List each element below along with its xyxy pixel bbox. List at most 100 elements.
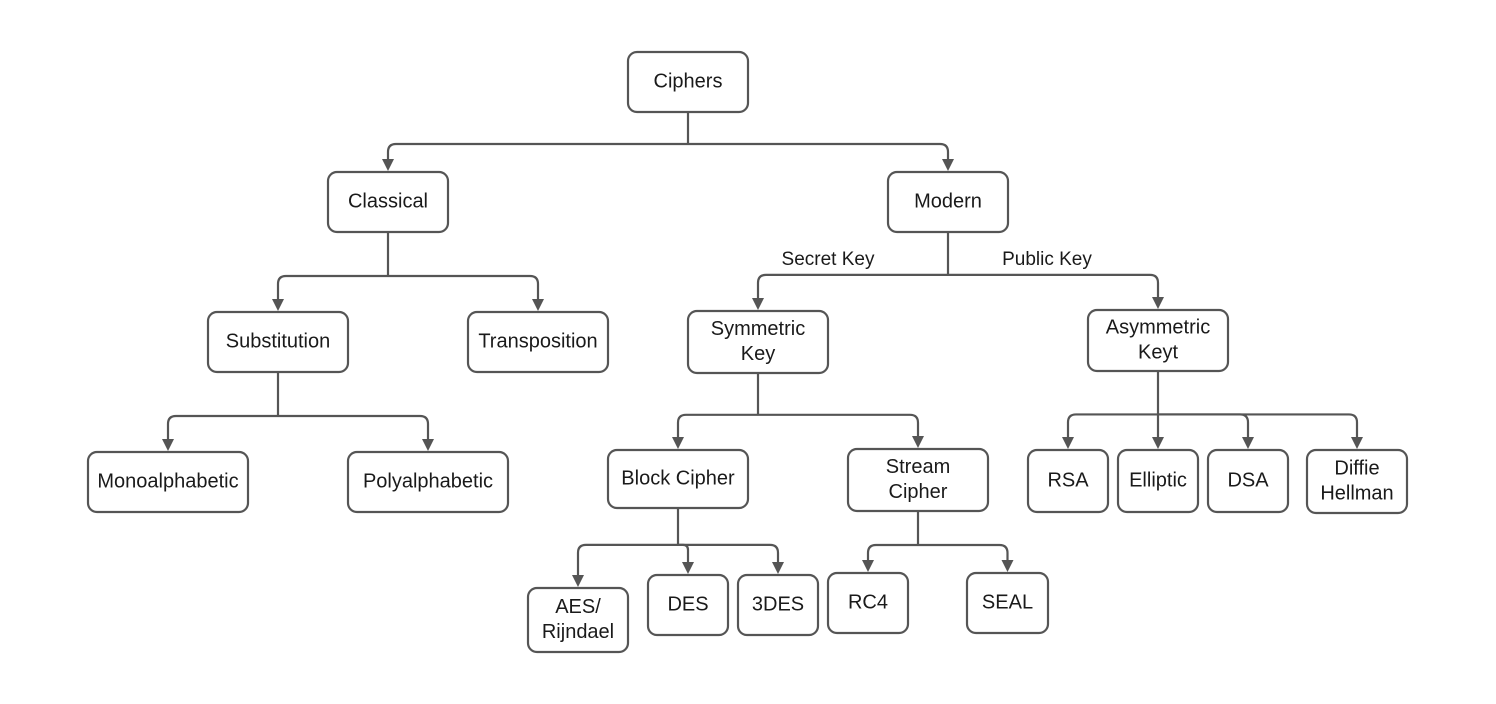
node-transposition[interactable]: Transposition [466,310,610,374]
arrowhead-polyalphabetic [422,439,434,451]
edge-ciphers-to-modern [688,142,950,160]
node-rsa[interactable]: RSA [1026,448,1110,514]
node-dsa[interactable]: DSA [1206,448,1290,514]
node-box-dsa [1206,448,1290,514]
edge-label-bg-public-key [989,247,1105,273]
edge-labels-layer: Secret Key Public Key [770,247,1105,273]
node-ciphers[interactable]: Ciphers [626,50,750,114]
node-label-polyalphabetic: Polyalphabetic [363,470,493,492]
edge-modern-to-asymmetric_keyt [948,273,1160,298]
node-polyalphabetic[interactable]: Polyalphabetic [346,450,510,514]
node-label-modern: Modern [914,190,982,212]
edges-layer [162,112,1363,587]
node-label-des: DES [667,593,708,615]
edge-block_cipher-to-aes_rijndael [576,543,678,576]
node-label-rc4: RC4 [848,591,888,613]
node-box-monoalphabetic [86,450,250,514]
node-rc4[interactable]: RC4 [826,571,910,635]
node-label-stream-cipher: Stream [886,456,950,478]
edge-classical-to-transposition [388,274,540,300]
edge-block_cipher-to-tripledes [678,543,780,563]
node-des[interactable]: DES [646,573,730,637]
node-box-transposition [466,310,610,374]
node-box-aes-rijndael [526,586,630,654]
node-label-seal: SEAL [982,591,1033,613]
arrowhead-aes_rijndael [572,575,584,587]
node-classical[interactable]: Classical [326,170,450,234]
node-box-ciphers [626,50,750,114]
node-label-rsa: RSA [1047,469,1089,491]
node-box-substitution [206,310,350,374]
node-modern[interactable]: Modern [886,170,1010,234]
node-box-modern [886,170,1010,234]
edge-label-secret-key: Secret Key [782,249,875,270]
arrowhead-rc4 [862,560,874,572]
node-box-rc4 [826,571,910,635]
node-label-block-cipher: Block Cipher [621,467,735,489]
edge-asymmetric_keyt-to-diffie_hellman [1158,413,1359,438]
node-box-elliptic [1116,448,1200,514]
node-box-classical [326,170,450,234]
node-label-stream-cipher: Cipher [889,481,948,503]
node-monoalphabetic[interactable]: Monoalphabetic [86,450,250,514]
node-label-symmetric-key: Key [741,343,775,365]
edge-label-bg-secret-key [770,247,886,273]
node-aes-rijndael[interactable]: AES/Rijndael [526,586,630,654]
arrowhead-stream_cipher [912,436,924,448]
node-label-symmetric-key: Symmetric [711,318,805,340]
edge-stream_cipher-to-rc4 [866,543,918,561]
arrowhead-block_cipher [672,437,684,449]
node-label-diffie-hellman: Diffie [1334,457,1379,479]
arrowhead-asymmetric_keyt [1152,297,1164,309]
edge-asymmetric_keyt-to-dsa [1158,413,1250,438]
node-label-diffie-hellman: Hellman [1320,482,1393,504]
edge-symmetric_key-to-block_cipher [676,413,758,438]
edge-substitution-to-monoalphabetic [166,414,278,440]
node-box-des [646,573,730,637]
edge-modern-to-symmetric_key [756,273,948,299]
node-block-cipher[interactable]: Block Cipher [606,448,750,510]
node-box-seal [965,571,1050,635]
edge-symmetric_key-to-stream_cipher [758,413,920,437]
node-label-dsa: DSA [1227,469,1269,491]
arrowhead-modern [942,159,954,171]
arrowhead-tripledes [772,562,784,574]
node-label-tripledes: 3DES [752,593,804,615]
arrowhead-symmetric_key [752,298,764,310]
arrowhead-des [682,562,694,574]
arrowhead-rsa [1062,437,1074,449]
node-label-aes-rijndael: AES/ [555,596,601,618]
node-tripledes[interactable]: 3DES [736,573,820,637]
arrowhead-elliptic [1152,437,1164,449]
edge-asymmetric_keyt-to-rsa [1066,413,1158,438]
node-box-diffie-hellman [1305,448,1409,515]
node-box-symmetric-key [686,309,830,375]
node-box-stream-cipher [846,447,990,513]
arrowhead-seal [1001,560,1014,572]
edge-classical-to-substitution [276,274,388,300]
edge-label-public-key: Public Key [1002,249,1092,270]
node-seal[interactable]: SEAL [965,571,1050,635]
node-label-substitution: Substitution [226,330,331,352]
node-label-asymmetric-keyt: Asymmetric [1106,316,1210,338]
node-label-monoalphabetic: Monoalphabetic [97,470,238,492]
arrowhead-classical [382,159,394,171]
node-elliptic[interactable]: Elliptic [1116,448,1200,514]
node-box-tripledes [736,573,820,637]
node-label-classical: Classical [348,190,428,212]
node-substitution[interactable]: Substitution [206,310,350,374]
node-box-polyalphabetic [346,450,510,514]
node-box-rsa [1026,448,1110,514]
node-label-elliptic: Elliptic [1129,469,1187,491]
edge-stream_cipher-to-seal [918,543,1009,561]
node-label-aes-rijndael: Rijndael [542,621,614,643]
arrowhead-monoalphabetic [162,439,174,451]
edge-substitution-to-polyalphabetic [278,414,430,440]
